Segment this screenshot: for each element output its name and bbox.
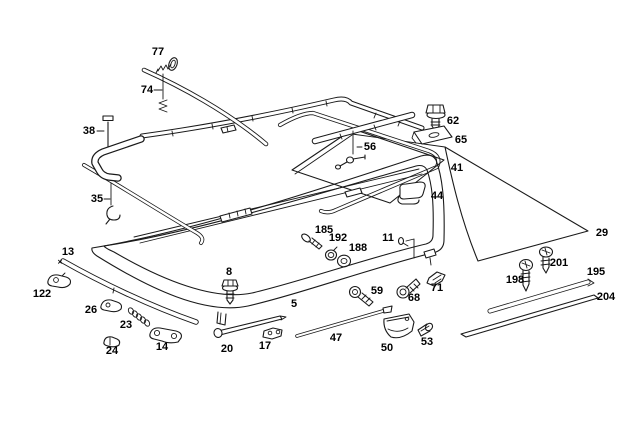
part-label-35: 35 [90,193,104,205]
part-label-41: 41 [450,162,464,174]
part-label-188: 188 [348,242,368,254]
bolt-68-glyph [396,278,421,299]
part-label-47: 47 [329,332,343,344]
part-label-13: 13 [61,246,75,258]
part-label-71: 71 [430,282,444,294]
part-label-50: 50 [380,342,394,354]
part-label-11: 11 [382,232,394,244]
ring-192-glyph [324,246,338,261]
seal-35-glyph [82,163,205,245]
part-label-192: 192 [328,232,348,244]
part-label-122: 122 [32,288,52,300]
rail-strip-195-glyph [487,278,595,314]
part-label-23: 23 [119,319,133,331]
part-label-195: 195 [586,266,606,278]
part-label-38: 38 [82,125,96,137]
part-label-29: 29 [595,227,609,239]
screw-8-glyph [221,279,239,305]
trim-blade-204-glyph [460,294,599,338]
part-label-65: 65 [454,134,468,146]
part-label-74: 74 [140,84,154,96]
screw-201-glyph [538,246,554,274]
trim-strip-74-glyph [141,67,269,147]
part-label-204: 204 [596,291,616,303]
clip-24-glyph [103,336,121,348]
part-label-20: 20 [220,343,234,355]
part-label-8: 8 [225,266,233,278]
part-label-44: 44 [430,190,444,202]
part-label-24: 24 [105,345,119,357]
grommet-188-glyph [336,254,352,268]
rail-47-glyph [295,305,393,338]
clip-122-glyph [47,272,72,289]
bolt-53-glyph [417,322,434,337]
deflector-13-glyph [60,258,199,325]
pin-11-glyph [397,236,415,259]
part-label-56: 56 [363,141,377,153]
part-label-53: 53 [420,336,434,348]
part-label-198: 198 [505,274,525,286]
part-label-62: 62 [446,115,460,127]
cross-mark: × [57,257,63,267]
screw-59-glyph [348,285,374,307]
roof-front-rail-glyph [139,96,425,139]
clip-71-glyph [426,271,446,287]
pin-38-glyph [96,115,114,148]
part-label-77: 77 [151,46,165,58]
spring-23-glyph [127,307,151,327]
bracket-50-glyph [383,313,415,339]
clip-17-glyph [262,327,283,340]
part-label-14: 14 [155,341,169,353]
part-label-5: 5 [290,298,298,310]
part-label-59: 59 [370,285,384,297]
part-label-185: 185 [314,224,334,236]
clip-26-glyph [100,299,123,313]
screw-77-glyph [155,57,178,74]
part-label-26: 26 [84,304,98,316]
rod-20-glyph [213,315,287,339]
screw-185-glyph [301,233,323,250]
part-label-201: 201 [549,257,569,269]
part-label-17: 17 [258,340,272,352]
bracket-14-glyph [149,327,182,344]
part-label-68: 68 [407,292,421,304]
clip-nut-65-glyph [411,125,453,145]
flap-44-glyph [397,181,426,205]
crank-strip-56-glyph [311,111,416,170]
screw-198-glyph [518,258,534,292]
corner-moulding-glyph [91,135,145,182]
